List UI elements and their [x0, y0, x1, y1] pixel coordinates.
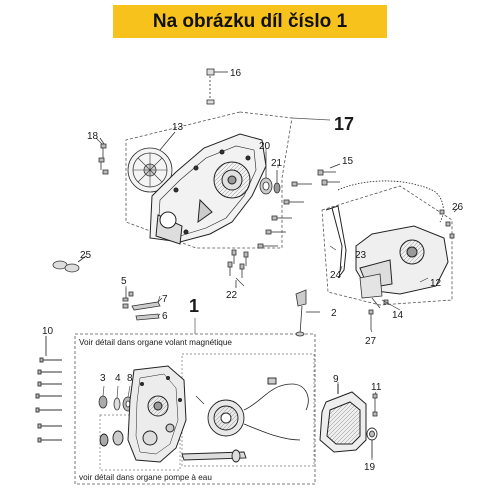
part-24-gasket	[325, 205, 347, 279]
callout-20: 20	[259, 141, 271, 152]
callout-9: 9	[333, 374, 339, 385]
part-13-fan-cover	[127, 131, 176, 193]
callout-27: 27	[365, 336, 377, 347]
water-pump-shaft	[99, 430, 247, 463]
part-14-inner-plate	[359, 273, 383, 309]
part-18-screws	[98, 137, 109, 175]
callout-15: 15	[342, 156, 354, 167]
callout-5: 5	[121, 276, 127, 287]
part-17-cover	[149, 133, 267, 245]
callout-10: 10	[42, 326, 54, 337]
part-26-bolts	[439, 207, 459, 239]
callout-3: 3	[100, 373, 106, 384]
part-11-bolt	[372, 393, 378, 417]
callout-22: 22	[226, 290, 238, 301]
part-9-plate	[319, 384, 367, 453]
callout-17: 17	[334, 114, 354, 134]
group-outline-12	[321, 185, 453, 306]
callout-6: 6	[162, 311, 168, 322]
callout-13: 13	[172, 122, 184, 133]
part-10-studs	[35, 336, 62, 443]
note-water-pump-detail: voir détail dans organe pompe à eau	[79, 473, 212, 482]
callout-26: 26	[452, 202, 464, 213]
part-5-bolts	[122, 288, 134, 309]
callout-1: 1	[189, 296, 199, 316]
leader-lines	[95, 137, 429, 460]
callout-8: 8	[127, 373, 133, 384]
callout-4: 4	[115, 373, 121, 384]
part-15-bolts	[317, 163, 341, 186]
callout-14: 14	[392, 310, 404, 321]
callout-18: 18	[87, 131, 99, 142]
part-7-shaft	[131, 297, 163, 311]
part-19-seal-ring	[366, 427, 378, 458]
callout-2: 2	[331, 308, 337, 319]
callout-11: 11	[371, 382, 382, 393]
part-22-cover-bolts	[227, 181, 312, 288]
title-banner: Na obrázku díl číslo 1	[113, 5, 387, 38]
part-25-caps	[52, 255, 87, 273]
part-3-seal	[98, 395, 108, 409]
note-magneto-detail: Voir détail dans organe volant magnétiqu…	[79, 338, 232, 347]
group-outline-17	[125, 111, 293, 249]
callout-16: 16	[230, 68, 242, 79]
part-2-dipstick	[295, 289, 320, 337]
callout-19: 19	[364, 462, 376, 473]
callout-23: 23	[355, 250, 367, 261]
part-21-washer	[273, 170, 281, 194]
part-23-gasket	[337, 180, 444, 223]
part-6-pin	[135, 313, 160, 321]
magneto-stator	[195, 377, 309, 441]
callout-25: 25	[80, 250, 92, 261]
group-outline-1	[74, 333, 316, 485]
part-16-pin	[206, 68, 228, 105]
banner-title: Na obrázku díl číslo 1	[152, 10, 348, 32]
callout-12: 12	[430, 278, 442, 289]
part-20-seal	[259, 152, 273, 195]
callout-24: 24	[330, 270, 342, 281]
part-4-ring	[113, 397, 121, 411]
callout-21: 21	[271, 158, 283, 169]
part-1-crankcase	[127, 365, 187, 463]
callout-7: 7	[162, 294, 168, 305]
detail-box-magneto	[181, 353, 315, 467]
